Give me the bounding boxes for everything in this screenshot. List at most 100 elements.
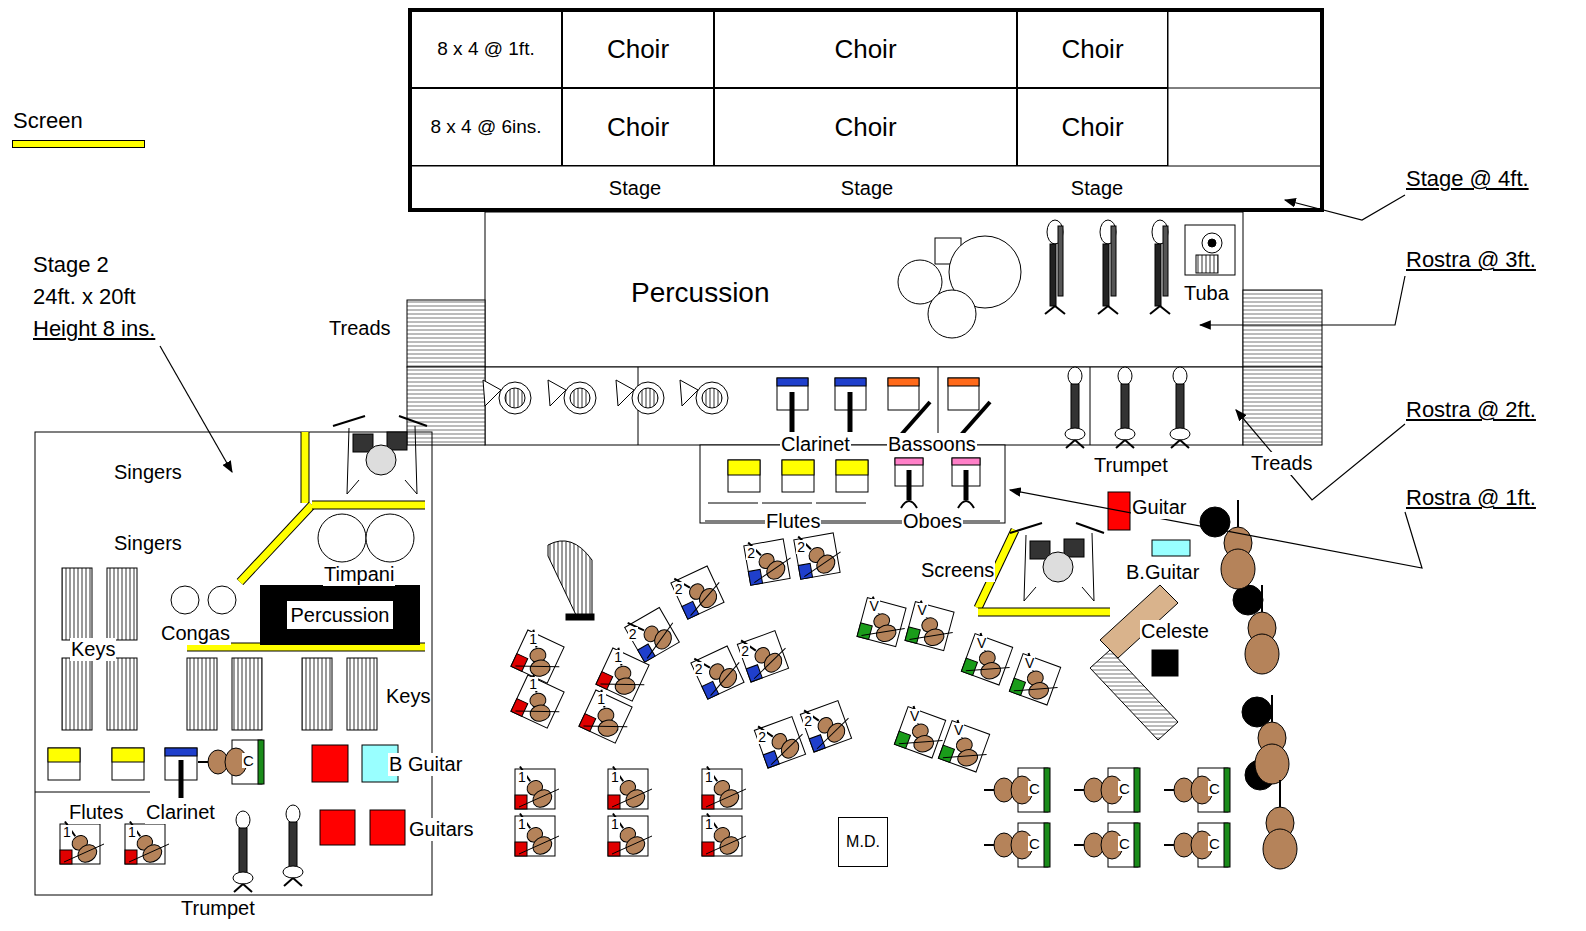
horn-bell [483,380,501,406]
bassoon-symbol [900,402,930,436]
oboe-symbol [907,470,912,500]
violin-body [971,630,1002,681]
part-tab [579,714,596,732]
part-tab [515,842,527,856]
stand-leg [1075,440,1084,448]
stand-leg [293,878,302,886]
violin-body [863,593,898,644]
violin-body [717,833,743,858]
music-stand [938,721,989,772]
clarinet-tab [835,378,866,386]
horn-bell [680,380,698,406]
violin-bow [751,558,794,583]
stand-leg [284,878,293,886]
part-label: Guitar [1131,496,1187,519]
rostra-area: Percussion [485,212,1243,367]
trumpet-bell [1173,367,1187,385]
trombone-slide [1163,226,1168,296]
tuba-bell [1202,233,1222,253]
music-stand [857,598,906,647]
violin-body [904,703,935,754]
oboe-tab [895,458,923,465]
violin-body [623,833,649,858]
rostra-2ft [485,367,1243,445]
treads [1243,290,1322,367]
violin-body [979,660,1002,681]
part-number: 1 [517,770,527,784]
part-tab [702,842,714,856]
trumpet-body [1176,384,1184,430]
violin-symbol [853,589,912,650]
part-label: Celeste [1140,620,1210,643]
part-label: B.Guitar [1125,561,1200,584]
leader-arrow [160,346,232,472]
keyboard [347,658,377,730]
violin-symbol [699,761,746,811]
screen [978,609,1110,616]
keyboard [107,568,137,640]
flute-tab [728,460,760,475]
part-tab [702,681,719,699]
part-tab [961,658,977,675]
part-number: 2 [746,546,756,560]
treads [407,300,485,367]
music-stand [511,675,564,728]
part-label: Oboes [902,510,963,533]
bassoon-symbol [960,402,990,436]
part-label: Treads [1250,452,1314,475]
music-stand [836,460,868,492]
cello-symbol [1164,768,1230,812]
guitar-symbol [320,810,355,845]
stand-leg [1024,587,1036,601]
violin-symbol [575,681,639,746]
node-text: Choir [607,113,669,142]
violin-symbol [512,761,559,811]
violin-body [623,786,649,811]
violin-body [763,557,788,582]
part-label: B Guitar [388,753,463,776]
guitar-symbol [312,745,348,782]
violin-body [911,597,946,648]
part-label: Rostra @ 2ft. [1405,397,1537,422]
part-label: Bassoons [887,433,977,456]
treads [1243,367,1322,445]
node-text: 8 x 4 @ 1ft. [437,39,534,60]
violin-bow [943,741,987,772]
violin-bow [129,844,169,862]
violin-body [716,665,740,690]
part-number: V [917,603,928,617]
violin-body [717,786,743,811]
violin-body [761,650,786,676]
cymbal [399,416,427,426]
trumpet-body [1121,384,1129,430]
violin-symbol [699,808,746,858]
music-stand [728,460,760,492]
node-text: Stage [841,177,893,199]
violin-symbol [507,666,571,731]
violin-symbol [618,598,684,665]
stand-leg [1098,306,1108,314]
part-number: C [1118,781,1131,796]
violin-body [140,841,166,866]
stage-2-outline [35,432,432,895]
drum [1064,539,1084,557]
violin-body [524,628,552,678]
horn-bell [548,380,566,406]
part-number: 1 [127,825,137,839]
part-number: 1 [62,825,72,839]
double-bass [1255,744,1289,784]
part-number: V [976,636,987,650]
violin-body [524,673,552,723]
part-number: V [953,723,964,737]
part-tab [938,745,954,762]
part-number: C [1118,836,1131,851]
screen [240,505,312,582]
cello-symbol [1074,823,1140,867]
violin-body [824,720,849,746]
double-bass [1263,829,1297,869]
violin-body [948,717,979,768]
violin-body [597,719,619,738]
violin-body [1019,650,1050,701]
violin-symbol [512,808,559,858]
music-stand [961,634,1012,685]
